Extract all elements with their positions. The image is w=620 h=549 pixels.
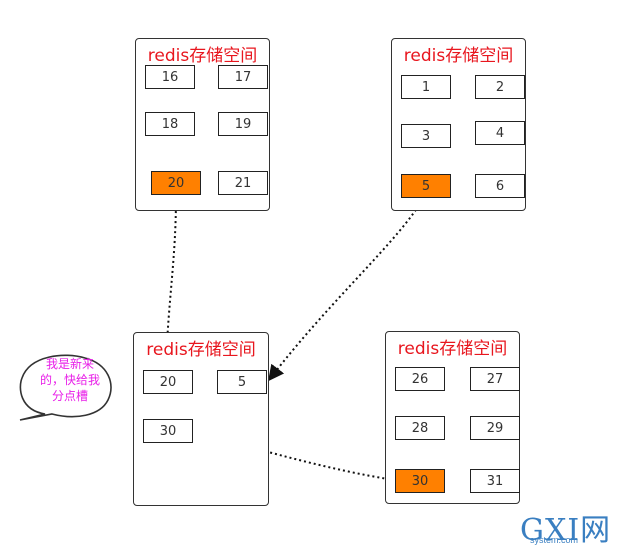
bubble-line: 分点槽: [51, 389, 88, 403]
site-watermark: GXI网 system.com: [520, 505, 620, 549]
arrow-20-to-new-node: [158, 195, 177, 370]
redis-node-new: redis存储空间 20 5 30: [133, 332, 269, 506]
speech-bubble-shape: [19, 354, 112, 421]
slot-cell: 4: [475, 121, 525, 145]
slot-cell: 19: [218, 112, 268, 136]
slot-cell: 6: [475, 174, 525, 198]
slot-cell: 28: [395, 416, 445, 440]
slot-cell: 5: [217, 370, 267, 394]
slot-cell: 30: [143, 419, 193, 443]
speech-bubble-text: 我是新来 的，快给我 分点槽: [30, 356, 110, 404]
slot-cell-highlighted: 20: [151, 171, 201, 195]
node-title: redis存储空间: [403, 46, 514, 66]
redis-node-1: redis存储空间 16 17 18 19 20 21: [135, 38, 270, 211]
redis-node-4: redis存储空间 26 27 28 29 30 31: [385, 331, 520, 504]
node-title: redis存储空间: [146, 340, 256, 360]
slot-cell: 27: [470, 367, 520, 391]
node-title: redis存储空间: [147, 46, 258, 66]
slot-cell: 16: [145, 65, 195, 89]
slot-cell: 29: [470, 416, 520, 440]
bubble-line: 的，快给我: [39, 373, 100, 387]
arrow-5-to-new-node: [268, 196, 425, 382]
slot-cell: 17: [218, 65, 268, 89]
watermark-domain: system.com: [530, 535, 579, 545]
slot-cell: 20: [143, 370, 193, 394]
redis-node-2: redis存储空间 1 2 3 4 5 6: [391, 38, 526, 211]
slot-cell: 31: [470, 469, 520, 493]
bubble-line: 我是新来: [45, 357, 94, 371]
slot-cell-highlighted: 5: [401, 174, 451, 198]
slot-cell: 26: [395, 367, 445, 391]
slot-cell: 18: [145, 112, 195, 136]
slot-cell: 21: [218, 171, 268, 195]
slot-cell: 2: [475, 75, 525, 99]
slot-cell: 3: [401, 124, 451, 148]
slot-cell-highlighted: 30: [395, 469, 445, 493]
slot-cell: 1: [401, 75, 451, 99]
watermark-logo-text: GXI网: [520, 513, 612, 548]
node-title: redis存储空间: [397, 339, 508, 359]
